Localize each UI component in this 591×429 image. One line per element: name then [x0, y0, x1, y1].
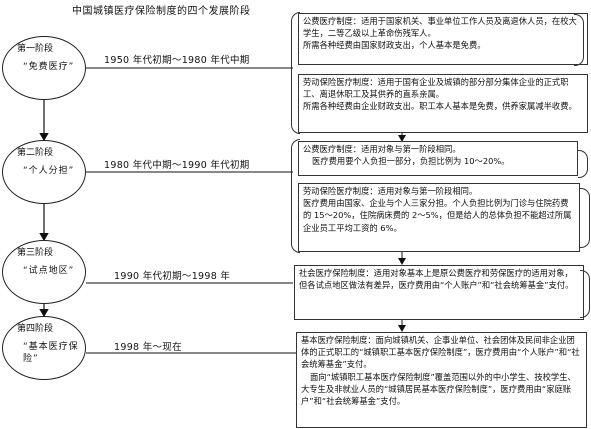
- box-social-insurance: 社会医疗保险制度：适用对象基本上是原公费医疗和劳保医疗的适用对象，但各试点地区做…: [294, 265, 584, 320]
- period-label-3: 1990 年代初期～1998 年: [114, 271, 231, 282]
- stage-4-theme: “基本医疗保险”: [23, 342, 79, 364]
- page-title: 中国城镇医疗保险制度的四个发展阶段: [72, 6, 251, 17]
- box-bracket-3: [580, 188, 590, 248]
- period-label-1: 1950 年代初期～1980 年代中期: [104, 55, 250, 66]
- box-public-medical-2-text-1: 公费医疗制度：适用对象与第一阶段相同。: [303, 144, 461, 154]
- box-labor-insurance-2: 劳动保险医疗制度：适用对象与第一阶段相同。 医疗费用由国家、企业与个人三家分担。…: [298, 183, 580, 252]
- stage-4-name: 第四阶段: [17, 324, 54, 334]
- box-public-medical-2: 公费医疗制度：适用对象与第一阶段相同。 医疗费用要个人负担一部分，负担比例为 1…: [298, 141, 578, 176]
- box-basic-insurance: 基本医疗保险制度：面向城镇机关、企事业单位、社会团体及民间非企业团体的正式职工的…: [296, 332, 587, 428]
- stage-3-theme: “试点地区”: [23, 266, 75, 276]
- stage-1: 第一阶段 “免费医疗”: [2, 36, 86, 100]
- box-bracket-1: [574, 14, 584, 66]
- box-public-medical-1-text-2: 所需各种经费由国家财政支出，个人基本是免费。: [303, 40, 486, 51]
- stage-1-name: 第一阶段: [17, 44, 54, 54]
- box-public-medical-1: 公费医疗制度：适用于国家机关、事业单位工作人员及离退休人员，在校大学生，二等乙级…: [298, 13, 588, 65]
- box-bracket-4: [580, 270, 590, 318]
- box-public-medical-2-text-2: 医疗费用要个人负担一部分，负担比例为 10～20%。: [312, 156, 510, 167]
- box-basic-insurance-text-2: 面向“城镇职工基本医疗保险制度”覆盖范围以外的中小学生、技校学生、大专生及非就业…: [301, 371, 576, 407]
- box-labor-insurance-1: 劳动保险医疗制度：适用于国有企业及城镇的部分部分集体企业的正式职工、离退休职工及…: [298, 74, 588, 133]
- box-social-insurance-text-1: 社会医疗保险制度：适用对象基本上是原公费医疗和劳保医疗的适用对象，但各试点地区做…: [299, 268, 574, 291]
- stage-3-name: 第三阶段: [17, 248, 54, 258]
- box-labor-insurance-1-text-2: 所需各种经费由企业财政支出。职工本人基本是免费，供养家属减半收费。: [303, 101, 577, 112]
- stage-2-theme: “个人分担”: [23, 166, 75, 176]
- box-public-medical-1-text-1: 公费医疗制度：适用于国家机关、事业单位工作人员及离退休人员，在校大学生，二等乙级…: [303, 16, 577, 39]
- box-labor-insurance-2-text-1: 劳动保险医疗制度：适用对象与第一阶段相同。: [303, 186, 478, 196]
- box-basic-insurance-text-1: 基本医疗保险制度：面向城镇机关、企事业单位、社会团体及民间非企业团体的正式职工的…: [301, 335, 580, 370]
- period-label-4: 1998 年～现在: [114, 342, 182, 353]
- stage-2-name: 第二阶段: [17, 148, 54, 158]
- stage-1-theme: “免费医疗”: [23, 62, 75, 72]
- period-label-2: 1980 年代中期～1990 年代初期: [104, 160, 250, 171]
- box-bracket-2: [578, 150, 588, 178]
- stage-3: 第三阶段 “试点地区”: [2, 240, 86, 304]
- stage-2: 第二阶段 “个人分担”: [2, 140, 86, 204]
- box-labor-insurance-2-text-2: 医疗费用由国家、企业与个人三家分担。个人负担比例为门诊与住院药费的 15～20%…: [303, 198, 572, 233]
- box-labor-insurance-1-text-1: 劳动保险医疗制度：适用于国有企业及城镇的部分部分集体企业的正式职工、离退休职工及…: [303, 77, 569, 100]
- stage-4: 第四阶段 “基本医疗保险”: [2, 316, 86, 380]
